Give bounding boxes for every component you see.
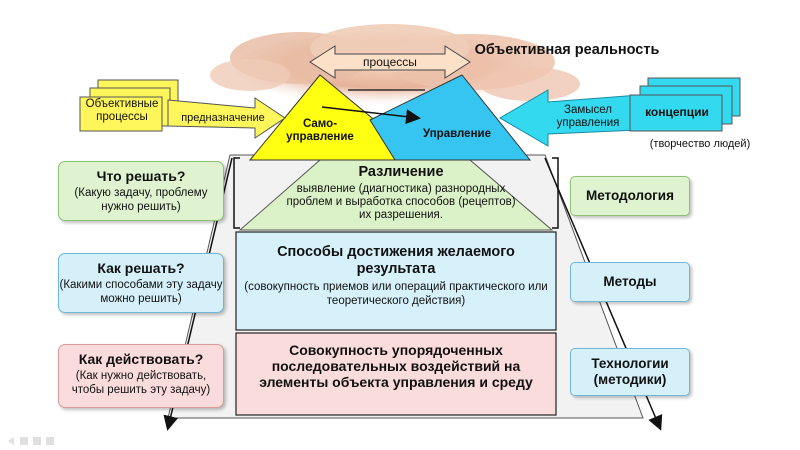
left-box-what-title: Что решать? [96, 168, 186, 184]
level1-right-bracket [552, 157, 559, 229]
creativity-note: (творчество людей) [649, 138, 751, 150]
level1-text: Различение выявление (диагностика) разно… [286, 164, 516, 222]
level2-text: Способы достижения желаемого результата … [244, 244, 548, 308]
left-box-how: Как решать? (Какими способами эту задачу… [58, 253, 224, 313]
processes-double-arrow [309, 45, 471, 79]
level1-subtitle: выявление (диагностика) разнородных проб… [286, 182, 516, 222]
management-label: Управление [423, 128, 491, 140]
right-box-methodology: Методология [570, 176, 690, 216]
objective-processes-label: Объективные процессы [85, 98, 159, 124]
objective-reality-title: Объективная реальность [474, 42, 660, 58]
level3-box [235, 332, 557, 416]
level3-title: Совокупность упорядоченных последователь… [259, 342, 533, 391]
level2-title: Способы достижения желаемого результата [277, 244, 515, 277]
right-box-technologies: Технологии (методики) [570, 348, 690, 396]
intent-arrow [499, 89, 641, 147]
peaks-link-arrow [321, 106, 421, 125]
left-box-act: Как действовать? (Как нужно действовать,… [58, 344, 224, 408]
purpose-label: предназначение [181, 112, 265, 124]
concepts-label: концепции [645, 105, 709, 119]
management-peak [369, 74, 532, 161]
left-box-what-sub: (Какую задачу, проблему нужно решить) [74, 187, 208, 213]
intent-label: Замысел управления [556, 104, 620, 130]
purpose-arrow [167, 97, 286, 139]
level1-left-bracket [233, 157, 240, 229]
left-box-act-sub: (Как нужно действовать, чтобы решить эту… [71, 370, 211, 396]
level2-box [235, 231, 557, 331]
processes-label: процессы [363, 55, 417, 69]
slide-controls [8, 437, 54, 445]
self-governance-label: Само-управление [286, 118, 354, 144]
objective-processes-stack [79, 79, 179, 132]
left-box-how-title: Как решать? [97, 260, 185, 276]
left-box-how-sub: (Какими способами эту задачу можно решит… [59, 279, 223, 305]
level1-title: Различение [358, 164, 444, 180]
level3-text: Совокупность упорядоченных последователь… [250, 342, 542, 390]
right-box-methods: Методы [570, 262, 690, 302]
concepts-stack [629, 77, 741, 132]
left-box-what: Что решать? (Какую задачу, проблему нужн… [58, 161, 224, 221]
level2-subtitle: (совокупность приемов или операций практ… [244, 281, 548, 307]
left-box-act-title: Как действовать? [78, 351, 204, 367]
